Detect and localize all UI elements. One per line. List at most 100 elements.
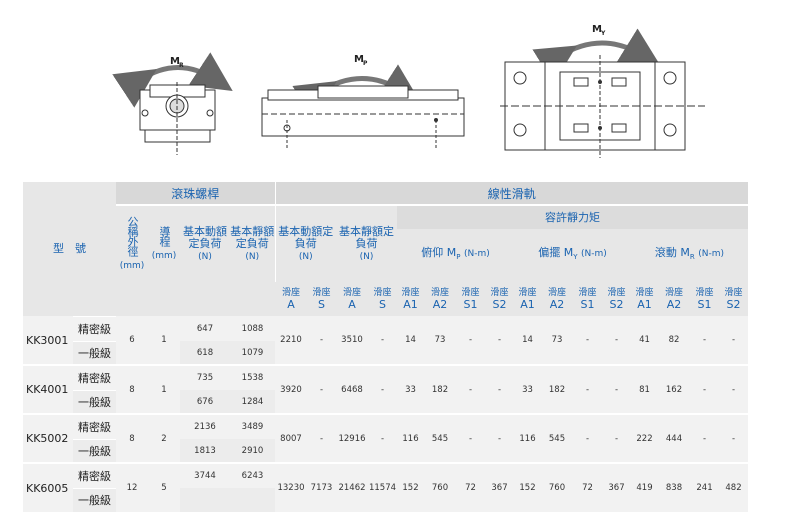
moment-cell: 182 xyxy=(424,364,456,414)
moment-cell: 162 xyxy=(658,364,690,414)
model-cell: KK5002 xyxy=(23,413,73,463)
moment-cell: 82 xyxy=(658,316,690,365)
moment-cell: 838 xyxy=(658,462,690,512)
moment-cell: 367 xyxy=(485,462,514,512)
mr-label: M xyxy=(170,56,180,67)
moment-cell: 116 xyxy=(397,413,424,463)
moment-cell: - xyxy=(602,364,631,414)
moment-cell: - xyxy=(485,316,514,365)
my-label: M xyxy=(592,24,602,35)
diameter-cell: 6 xyxy=(116,316,148,365)
dyn-load-cell: 647 xyxy=(180,316,230,341)
moment-cell: 14 xyxy=(397,316,424,365)
guide-static-header: 基本靜額定負荷(N) xyxy=(336,205,397,282)
lead-cell: 5 xyxy=(148,462,180,512)
guide-load-cell: 7173 xyxy=(307,462,336,512)
lead-cell: 1 xyxy=(148,364,180,414)
grade-cell: 一般級 xyxy=(73,438,116,463)
dyn-load-header: 基本動額定負荷(N) xyxy=(180,205,230,282)
ballscrew-sub-spacer xyxy=(116,282,275,316)
dyn-load-cell: 618 xyxy=(180,341,230,365)
moment-cell: 14 xyxy=(514,316,541,365)
lead-header: 導程(mm) xyxy=(148,205,180,282)
moment-cell: 73 xyxy=(424,316,456,365)
roll-header: 滾動 MR (N-m) xyxy=(631,229,748,282)
grade-cell: 精密級 xyxy=(73,413,116,439)
guide-load-cell: - xyxy=(368,316,397,365)
moment-cell: - xyxy=(456,413,485,463)
guide-load-cell: 6468 xyxy=(336,364,368,414)
moment-cell: 41 xyxy=(631,316,658,365)
pitch-header: 俯仰 MP (N-m) xyxy=(397,229,514,282)
moment-cell: - xyxy=(456,364,485,414)
model-cell: KK3001 xyxy=(23,316,73,365)
moment-cell: - xyxy=(690,413,719,463)
moment-cell: 116 xyxy=(514,413,541,463)
diameter-cell: 12 xyxy=(116,462,148,512)
static-load-cell: 1079 xyxy=(230,341,275,365)
moment-cell: 367 xyxy=(602,462,631,512)
yaw-header: 偏擺 MY (N-m) xyxy=(514,229,631,282)
guide-load-cell: - xyxy=(368,413,397,463)
moment-cell: 760 xyxy=(541,462,573,512)
moment-cell: - xyxy=(485,364,514,414)
guide-load-cell: 21462 xyxy=(336,462,368,512)
moment-cell: - xyxy=(690,364,719,414)
moment-cell: 241 xyxy=(690,462,719,512)
moment-cell: 545 xyxy=(541,413,573,463)
dyn-load-cell: 735 xyxy=(180,364,230,390)
guide-load-cell: 13230 xyxy=(275,462,307,512)
static-load-cell: 1538 xyxy=(230,364,275,390)
static-load-cell: 3489 xyxy=(230,413,275,439)
moment-cell: - xyxy=(719,364,748,414)
dyn-load-cell xyxy=(180,488,230,512)
mr-label-sub: R xyxy=(179,62,184,69)
lead-cell: 2 xyxy=(148,413,180,463)
guide-load-cell: 11574 xyxy=(368,462,397,512)
dyn-load-cell: 2136 xyxy=(180,413,230,439)
ballscrew-header: 滾珠螺桿 xyxy=(116,182,275,206)
pitch-moment-diagram: M P xyxy=(261,54,465,150)
moment-cell: - xyxy=(602,316,631,365)
grade-cell: 精密級 xyxy=(73,364,116,390)
guide-load-cell: - xyxy=(307,364,336,414)
guide-load-cell: - xyxy=(307,413,336,463)
model-header: 型 號 xyxy=(23,182,116,316)
grade-cell: 精密級 xyxy=(73,462,116,488)
moment-cell: 152 xyxy=(397,462,424,512)
moment-cell: 72 xyxy=(573,462,602,512)
moment-cell: 419 xyxy=(631,462,658,512)
linear-guide-header: 線性滑軌 xyxy=(274,182,748,206)
static-load-cell xyxy=(230,488,275,512)
grade-cell: 精密級 xyxy=(73,315,116,341)
moment-cell: 760 xyxy=(424,462,456,512)
moment-cell: 81 xyxy=(631,364,658,414)
dyn-load-cell: 3744 xyxy=(180,462,230,488)
diameter-cell: 8 xyxy=(116,364,148,414)
moment-cell: 545 xyxy=(424,413,456,463)
my-label-sub: Y xyxy=(600,30,606,37)
moment-cell: - xyxy=(690,316,719,365)
moment-cell: 444 xyxy=(658,413,690,463)
guide-load-cell: 3510 xyxy=(336,316,368,365)
grade-cell: 一般級 xyxy=(73,340,116,365)
moment-diagrams: M R M P M Y xyxy=(112,24,705,158)
moment-cell: - xyxy=(485,413,514,463)
